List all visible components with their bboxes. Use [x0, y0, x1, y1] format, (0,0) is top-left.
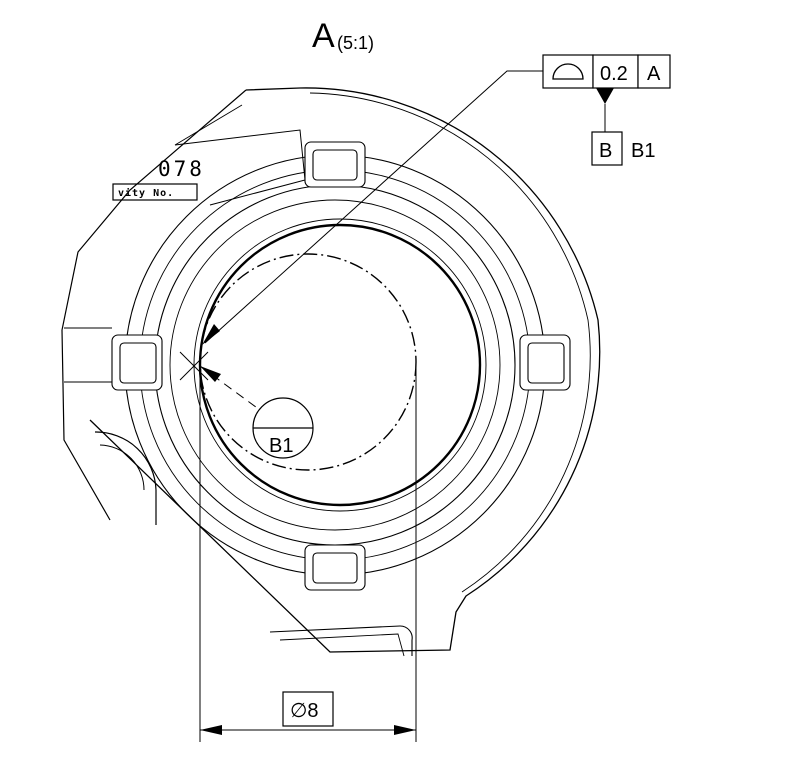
datum-triangle: [596, 88, 614, 104]
fcf-tolerance: 0.2: [600, 63, 628, 85]
outer-groove-ring: [124, 154, 546, 576]
part-marking-caption: vity No.: [118, 187, 174, 199]
outer-rim-outline: [89, 87, 601, 653]
feature-control-frame: 0.2 A: [202, 54, 671, 345]
datum-target-arrowhead: [200, 366, 221, 382]
part-geometry: [61, 87, 601, 657]
outer-rim-inner-edge: [309, 92, 591, 593]
view-title: A (5:1): [312, 17, 374, 55]
diameter-dimension: ∅8: [199, 366, 417, 742]
bore-chamfer-circle: [193, 218, 487, 512]
fcf-leader: [204, 70, 543, 344]
spoke-cutouts: [111, 141, 571, 591]
diameter-label: ∅8: [290, 700, 319, 722]
datum-target-area: [199, 253, 417, 471]
left-body-inner-edge: [174, 104, 243, 146]
left-body-edge: [61, 89, 247, 521]
datum-letter: B: [599, 140, 612, 162]
inner-groove-ring: [139, 169, 531, 561]
view-letter: A: [312, 17, 335, 55]
datum-target-bubble-label: B1: [269, 435, 293, 457]
view-scale: (5:1): [337, 33, 374, 53]
datum-target-cross-b: [179, 351, 209, 381]
datum-feature-symbol: B B1: [591, 88, 655, 166]
part-marking: 078 vity No.: [112, 157, 205, 201]
datum-target: B1: [179, 351, 314, 459]
left-boss: [94, 431, 157, 525]
datum-target-callout: B1: [631, 140, 655, 162]
fcf-leader-arrowhead: [202, 324, 220, 345]
profile-of-a-surface-icon: [552, 63, 584, 80]
fcf-datum: A: [647, 63, 661, 85]
bore-circle: [198, 223, 482, 507]
part-number: 078: [158, 157, 205, 181]
datum-target-leader: [199, 365, 261, 411]
bottom-slot: [269, 625, 413, 656]
